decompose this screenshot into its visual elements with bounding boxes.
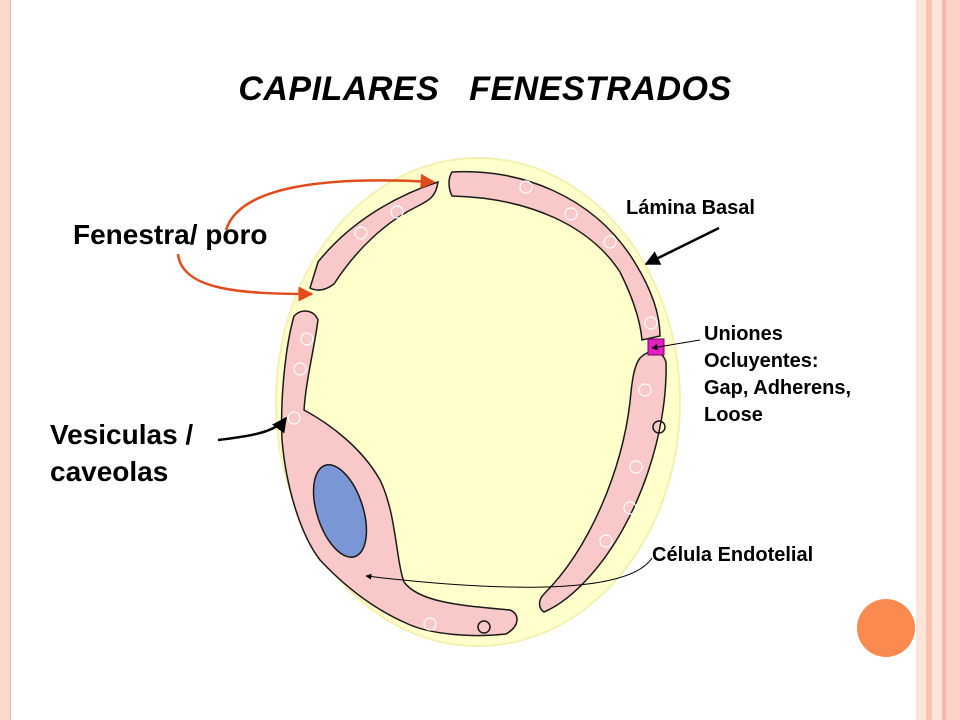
slide-right-border: [916, 0, 960, 720]
label-lamina-basal: Lámina Basal: [626, 197, 755, 219]
label-uniones-line-4: Loose: [704, 404, 763, 426]
decorative-orange-circle: [857, 599, 915, 657]
label-uniones-line-1: Uniones: [704, 323, 783, 345]
caveolae-open: [477, 420, 666, 634]
label-uniones-line-3: Gap, Adherens,: [704, 377, 852, 399]
fenestra-arrow-upper: [224, 173, 436, 231]
label-vesiculas: Vesiculas / caveolas: [50, 416, 193, 490]
vesicles: [287, 180, 658, 631]
uniones-pointer: [651, 339, 701, 351]
slide-left-border: [0, 0, 11, 720]
endothelial-wall: [280, 170, 667, 637]
lamina-basal-arrow: [644, 226, 720, 266]
label-vesiculas-line-2: caveolas: [50, 456, 169, 487]
endothelial-segment-upper-left: [309, 180, 439, 291]
label-uniones-line-2: Ocluyentes:: [704, 350, 819, 372]
label-celula-endotelial: Célula Endotelial: [652, 544, 814, 566]
vesiculas-arrow: [217, 416, 288, 442]
label-uniones: Uniones Ocluyentes: Gap, Adherens, Loose: [704, 321, 851, 429]
endothelial-segment-right: [538, 350, 667, 613]
label-fenestra: Fenestra/ poro: [73, 219, 268, 250]
fenestra-arrow-lower: [176, 253, 314, 302]
nucleus: [312, 464, 368, 558]
endothelial-segment-upper-right: [448, 170, 661, 341]
label-vesiculas-line-1: Vesiculas /: [50, 419, 194, 450]
endothelial-segment-left-nucleus: [280, 310, 518, 637]
slide-title: CAPILARES FENESTRADOS: [238, 70, 732, 108]
celula-endotelial-arrow: [365, 557, 653, 588]
